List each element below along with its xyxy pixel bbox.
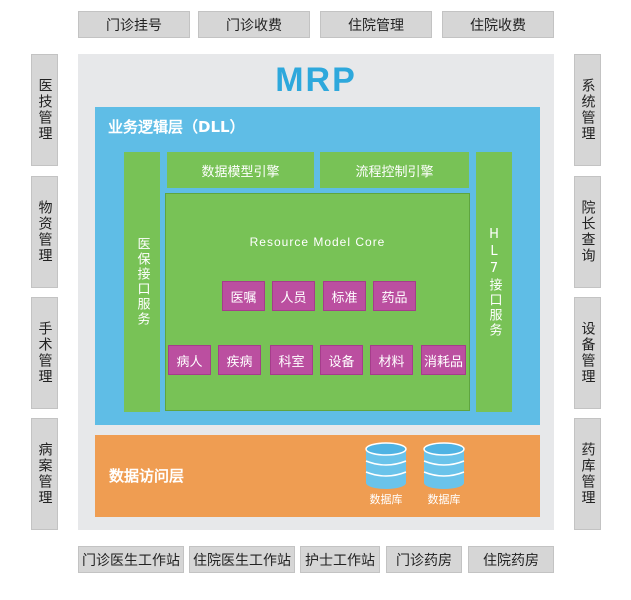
bottom-module-inpatient-doctor: 住院医生工作站	[189, 546, 295, 573]
core-item-orders: 医嘱	[222, 281, 265, 311]
core-item-consumables: 消耗品	[421, 345, 466, 375]
top-module-inpatient-management: 住院管理	[320, 11, 432, 38]
data-access-layer	[95, 435, 540, 517]
flow-control-engine: 流程控制引擎	[320, 152, 469, 188]
core-item-drugs: 药品	[373, 281, 416, 311]
resource-model-core-title: Resource Model Core	[249, 235, 386, 249]
hl7-interface-service: HL7接口服务	[476, 152, 512, 412]
top-module-inpatient-billing: 住院收费	[442, 11, 554, 38]
mrp-title: MRP	[275, 61, 357, 99]
business-logic-layer-title: 业务逻辑层（DLL）	[108, 118, 245, 136]
top-module-outpatient-billing: 门诊收费	[198, 11, 310, 38]
left-module-records: 病案管理	[31, 418, 58, 530]
right-module-director-query: 院长查询	[574, 176, 601, 288]
bottom-module-inpatient-pharmacy: 住院药房	[468, 546, 554, 573]
top-module-outpatient-register: 门诊挂号	[78, 11, 190, 38]
core-item-staff: 人员	[272, 281, 315, 311]
left-module-medtech: 医技管理	[31, 54, 58, 166]
bottom-module-nurse: 护士工作站	[300, 546, 380, 573]
bottom-module-outpatient-doctor: 门诊医生工作站	[78, 546, 184, 573]
right-module-pharmacy-store: 药库管理	[574, 418, 601, 530]
hl7-interface-service-label: HL7接口服务	[486, 226, 502, 338]
data-access-layer-title: 数据访问层	[109, 467, 185, 485]
right-module-equipment: 设备管理	[574, 297, 601, 409]
resource-model-core	[165, 193, 470, 411]
bottom-module-outpatient-pharmacy: 门诊药房	[386, 546, 462, 573]
core-item-patients: 病人	[168, 345, 211, 375]
data-model-engine: 数据模型引擎	[167, 152, 314, 188]
core-item-diseases: 疾病	[218, 345, 261, 375]
database-1-label: 数据库	[369, 493, 403, 506]
database-1: 数据库	[356, 441, 416, 511]
database-2: 数据库	[414, 441, 474, 511]
database-icon	[365, 442, 407, 489]
database-icon	[423, 442, 465, 489]
insurance-interface-service: 医保接口服务	[124, 152, 160, 412]
database-2-label: 数据库	[427, 493, 461, 506]
core-item-equipment: 设备	[320, 345, 363, 375]
right-module-system: 系统管理	[574, 54, 601, 166]
core-item-departments: 科室	[270, 345, 313, 375]
core-item-standards: 标准	[323, 281, 366, 311]
left-module-surgery: 手术管理	[31, 297, 58, 409]
core-item-materials: 材料	[370, 345, 413, 375]
left-module-materials: 物资管理	[31, 176, 58, 288]
